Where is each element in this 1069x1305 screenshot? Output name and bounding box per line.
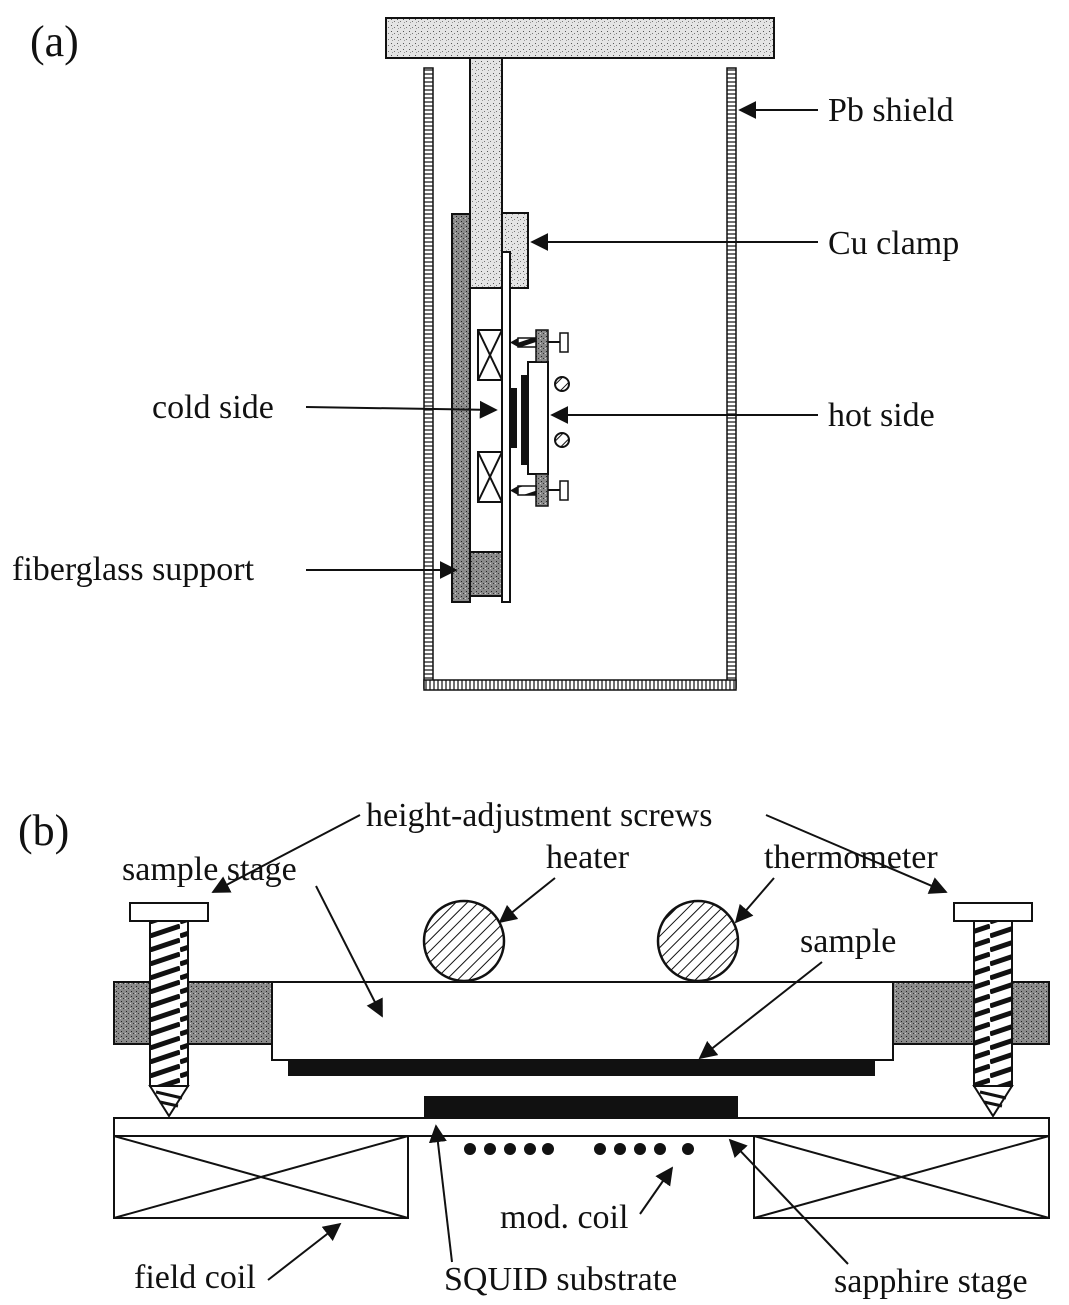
stage-support-upper (535, 329, 549, 363)
screw-right (953, 902, 1033, 1118)
leader-heater (498, 877, 556, 924)
panel-b: (b) (18, 797, 1050, 1300)
label-pb-shield: Pb shield (828, 92, 954, 129)
field-coil-left (113, 1135, 409, 1219)
label-field-coil: field coil (134, 1259, 256, 1296)
panel-a: (a) (12, 17, 959, 691)
leader-squid-substrate (428, 1124, 453, 1263)
sample-stage-block (271, 981, 894, 1061)
heater-circle-a (554, 376, 570, 392)
panel-a-letter: (a) (30, 17, 79, 66)
leader-screws-right (765, 814, 948, 894)
pb-shield-left-wall (423, 67, 434, 689)
right-support-block (892, 981, 1050, 1045)
screw-upper (510, 332, 569, 353)
support-rod (469, 57, 503, 289)
mod-coil-dots (464, 1143, 694, 1155)
label-height-adjustment-screws: height-adjustment screws (366, 797, 713, 834)
label-mod-coil: mod. coil (500, 1199, 628, 1236)
screw-lower (510, 480, 569, 501)
pb-shield-right-wall (726, 67, 737, 689)
leader-cold-side (305, 400, 498, 419)
sample-stage-plate (527, 361, 549, 475)
leader-screws-left (211, 814, 361, 893)
label-heater: heater (546, 839, 630, 876)
leader-sample-stage (315, 885, 383, 1018)
heater-circle (422, 899, 506, 983)
squid-chip (424, 1096, 738, 1118)
label-cu-clamp: Cu clamp (828, 225, 959, 262)
coil-box-upper (477, 329, 503, 381)
label-fiberglass-support: fiberglass support (12, 551, 255, 588)
label-sample: sample (800, 923, 896, 960)
field-coil-right (753, 1135, 1050, 1219)
fiberglass-support (451, 213, 471, 603)
left-support-block (113, 981, 273, 1045)
leader-thermometer (734, 877, 775, 924)
leader-sapphire-stage (728, 1138, 849, 1265)
thermometer-circle (656, 899, 740, 983)
sapphire-stage-plate (113, 1117, 1050, 1137)
label-sample-stage: sample stage (122, 851, 297, 888)
screw-left (129, 902, 209, 1118)
panel-b-letter: (b) (18, 806, 69, 855)
sample-bar (521, 375, 528, 465)
label-squid-substrate: SQUID substrate (444, 1261, 677, 1298)
stage-support-lower (535, 473, 549, 507)
pb-shield-bottom (423, 679, 737, 691)
label-thermometer: thermometer (764, 839, 938, 876)
label-sapphire-stage: sapphire stage (834, 1263, 1028, 1300)
top-lid (385, 17, 775, 59)
sample-bar (288, 1060, 875, 1076)
label-cold-side: cold side (152, 389, 274, 426)
label-hot-side: hot side (828, 397, 935, 434)
squid-chip (510, 388, 517, 448)
lower-block (469, 551, 503, 597)
leader-field-coil (267, 1222, 342, 1281)
coil-box-lower (477, 451, 503, 503)
leader-sample (698, 961, 823, 1060)
leader-mod-coil (639, 1166, 674, 1215)
thermometer-circle-a (554, 432, 570, 448)
substrate-plate (501, 251, 511, 603)
